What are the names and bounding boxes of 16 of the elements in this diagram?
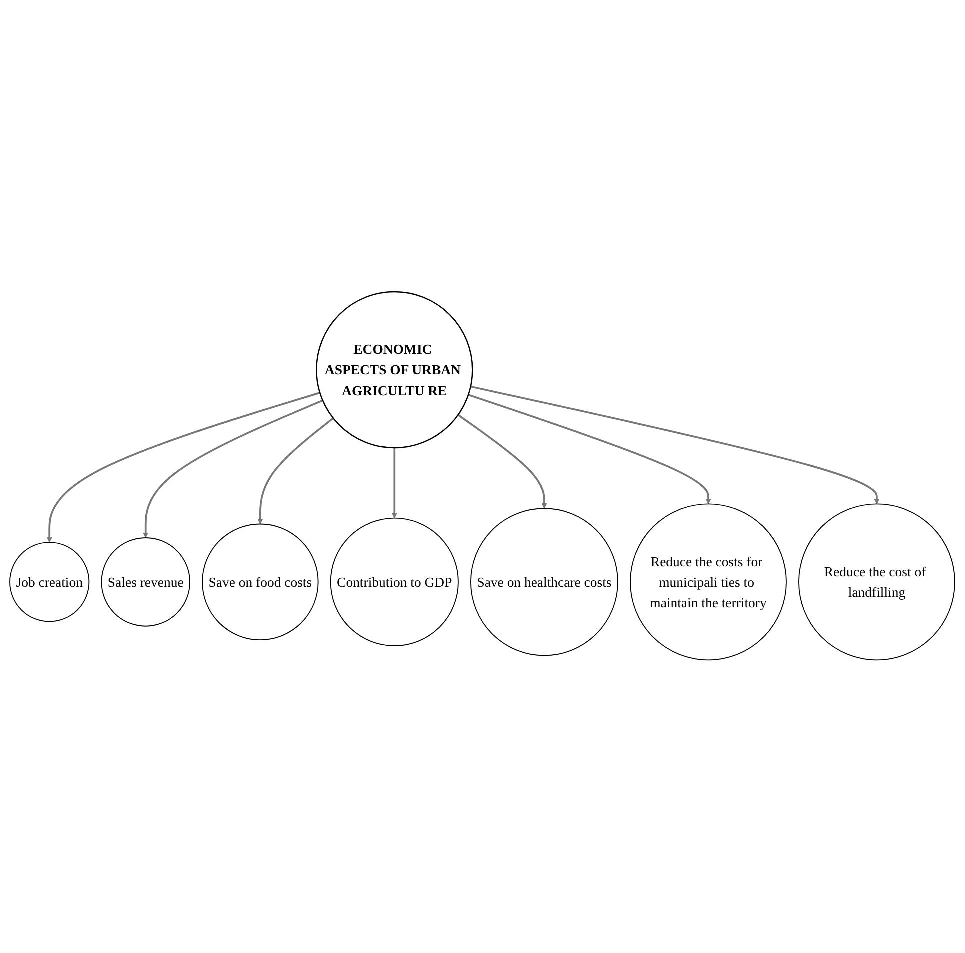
node-circle (798, 504, 956, 662)
node-circle (202, 524, 319, 641)
arrow (392, 448, 398, 519)
node-circle (316, 292, 474, 450)
node-circle (101, 538, 190, 628)
node-circle (330, 518, 459, 647)
arrow (46, 392, 320, 544)
node-circle (10, 542, 90, 623)
arrow (143, 400, 324, 539)
node-circle (470, 508, 618, 657)
arrow (468, 394, 712, 505)
arrow (470, 386, 880, 505)
node-circle (630, 504, 787, 662)
arrow (458, 414, 548, 510)
diagram: ECONOMIC ASPECTS OF URBAN AGRICULTU RE Job creation Sales revenue Save on food costs Contribution to GDP Save on healthcare costs Reduce the costs for municipali ties to maintain the territory Reduce the cost of landfilling (5, 287, 960, 666)
arrow (258, 418, 334, 525)
